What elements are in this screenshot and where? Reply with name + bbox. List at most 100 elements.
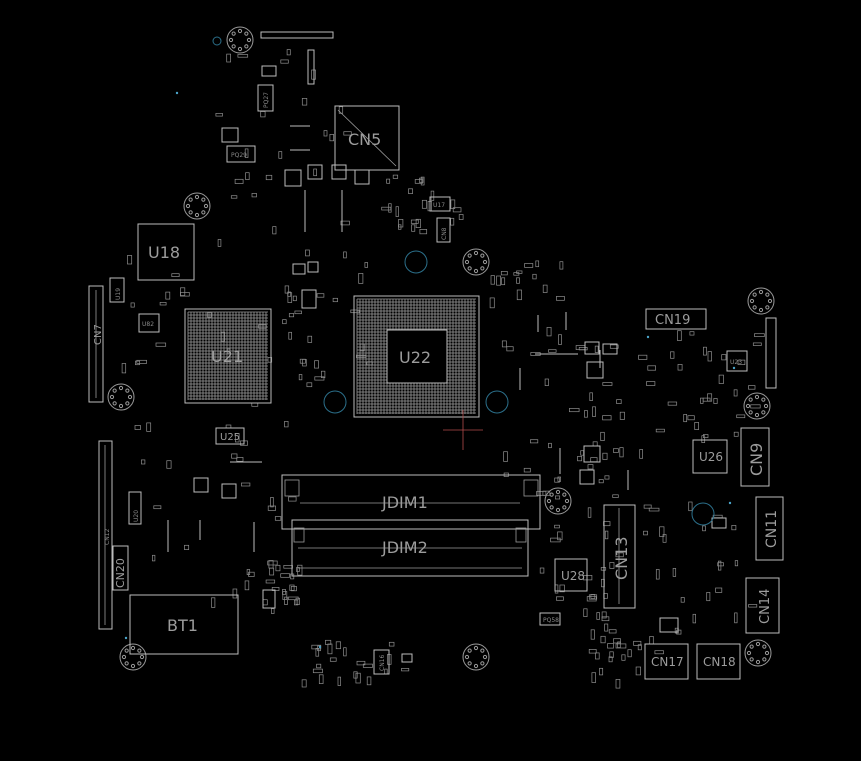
mounting-hole-pad: [473, 268, 479, 274]
smd-pad: [559, 584, 565, 593]
smd-pad: [692, 613, 696, 624]
mounting-hole-pad: [130, 645, 136, 651]
mounting-hole: [107, 383, 135, 411]
mounting-hole-pad: [748, 410, 753, 415]
smd-pad: [153, 505, 162, 510]
smd-pad: [750, 404, 761, 409]
smd-pad: [637, 644, 642, 651]
smd-pad: [655, 428, 665, 433]
mounting-hole-pad: [121, 654, 127, 660]
ic-footprint: [284, 169, 302, 187]
smd-pad: [558, 334, 562, 345]
component-cn13: CN13: [603, 504, 636, 609]
component-cn5: CN5: [334, 105, 400, 171]
smd-pad: [513, 272, 520, 276]
marker-dot: [646, 335, 650, 339]
mounting-hole-pad: [562, 492, 567, 497]
ic-footprint: [354, 169, 370, 185]
component-cn20: CN20: [112, 545, 129, 591]
smd-pad: [707, 393, 713, 402]
smd-pad: [737, 359, 746, 365]
smd-pad: [542, 284, 548, 293]
mounting-hole-pad: [752, 305, 757, 310]
smd-pad: [544, 378, 549, 386]
mounting-hole-pad: [246, 37, 252, 43]
mounting-hole-pad: [231, 31, 236, 36]
smd-pad: [602, 415, 612, 421]
smd-pad: [245, 172, 250, 180]
smd-pad: [612, 494, 619, 498]
smd-pad: [600, 567, 607, 571]
component-label-cn11: CN11: [764, 510, 780, 548]
smd-pad: [458, 214, 464, 220]
mounting-hole-pad: [749, 644, 754, 649]
smd-pad: [654, 650, 664, 655]
smd-pad: [316, 663, 322, 669]
mounting-hole: [743, 392, 771, 420]
component-label-cn12: CN12: [104, 529, 111, 545]
smd-pad: [244, 148, 249, 158]
smd-pad: [734, 612, 738, 624]
smd-pad: [127, 255, 133, 265]
mounting-hole-pad: [763, 403, 769, 409]
smd-pad: [298, 374, 303, 381]
component-label-jdim2: JDIM2: [381, 538, 428, 557]
mounting-hole-pad: [480, 266, 485, 271]
smd-pad: [231, 453, 238, 459]
mounting-hole-pad: [765, 305, 770, 310]
smd-pad: [584, 410, 588, 418]
smd-pad: [608, 629, 617, 634]
ic-footprint: [193, 477, 209, 493]
ic-footprint: [586, 361, 604, 379]
mounting-hole-pad: [749, 298, 755, 304]
smd-pad: [134, 425, 141, 430]
component-u28: U28: [554, 558, 588, 592]
component-label-u23: U23: [730, 359, 742, 366]
smd-pad: [271, 608, 275, 614]
mounting-hole-pad: [480, 648, 485, 653]
smd-pad: [343, 647, 347, 657]
smd-pad: [643, 504, 652, 509]
component-pq27: PQ27: [257, 84, 274, 112]
smd-pad: [299, 358, 306, 364]
smd-pad: [340, 220, 350, 226]
component-u21: U21: [184, 308, 272, 404]
smd-pad: [496, 275, 501, 286]
smd-pad: [667, 401, 678, 406]
smd-pad: [703, 346, 707, 356]
smd-pad: [556, 596, 564, 601]
mounting-hole-pad: [754, 412, 760, 418]
component-pq58: PQ58: [539, 612, 561, 626]
smd-pad: [604, 475, 610, 480]
mounting-hole-pad: [764, 650, 770, 656]
smd-pad: [408, 188, 413, 194]
top-header-strip: [260, 31, 334, 39]
smd-pad: [600, 431, 605, 441]
smd-pad: [159, 302, 167, 306]
smd-pad: [297, 564, 303, 576]
mounting-hole-pad: [765, 292, 770, 297]
smd-pad: [271, 587, 280, 591]
component-label-u19: U19: [115, 288, 122, 300]
smd-pad: [733, 431, 739, 437]
smd-pad: [230, 195, 238, 199]
mounting-hole-pad: [109, 394, 115, 400]
smd-pad: [532, 273, 537, 280]
mounting-hole-pad: [112, 401, 117, 406]
smd-pad: [677, 330, 682, 341]
smd-pad: [599, 667, 604, 676]
smd-pad: [321, 370, 326, 379]
smd-pad: [155, 342, 167, 347]
smd-pad: [677, 364, 683, 371]
mounting-hole: [462, 248, 490, 276]
component-u82: U82: [138, 313, 160, 333]
mounting-hole-pad: [746, 650, 752, 656]
component-cn18: CN18: [696, 643, 741, 680]
mounting-hole-pad: [482, 654, 488, 660]
ic-footprint: [262, 589, 276, 609]
mounting-hole-pad: [201, 197, 206, 202]
smd-pad: [596, 612, 600, 620]
smd-pad: [288, 313, 295, 318]
component-bt1: BT1: [129, 594, 239, 655]
